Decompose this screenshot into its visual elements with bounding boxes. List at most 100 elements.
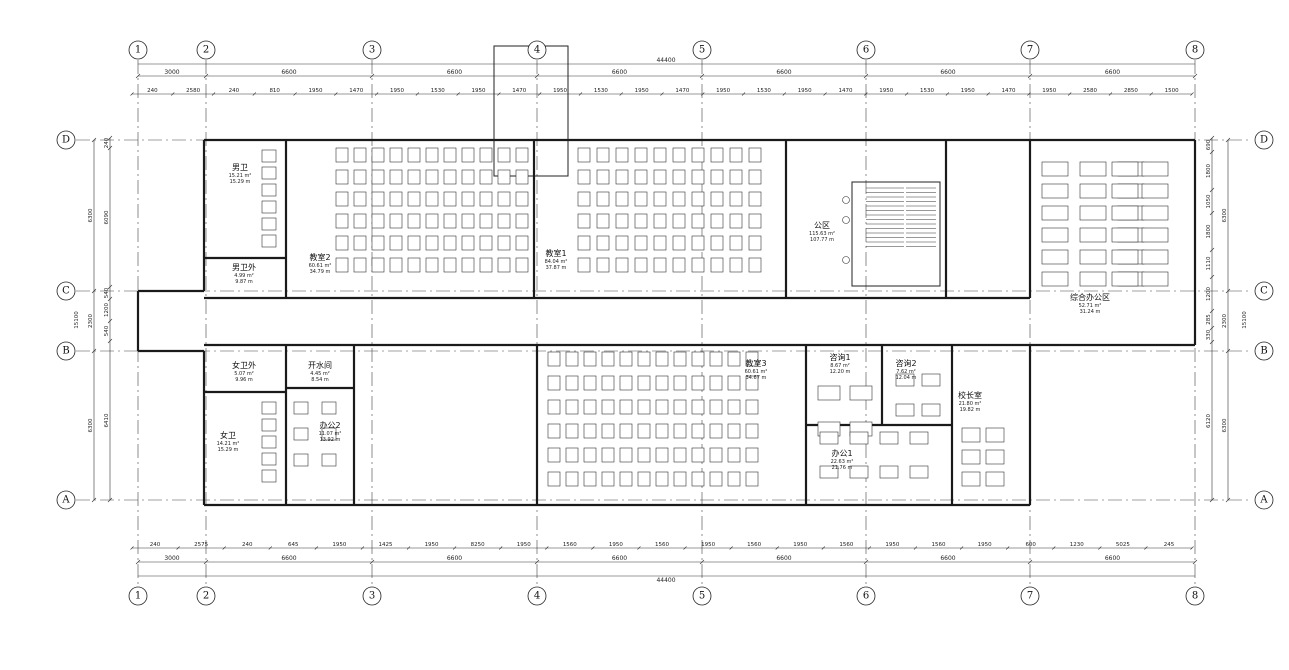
room-perimeter: 12.04 m bbox=[896, 375, 917, 381]
dim-tick bbox=[863, 559, 869, 565]
desk bbox=[710, 191, 724, 207]
dim-tick bbox=[107, 338, 113, 344]
desk bbox=[615, 257, 629, 273]
dim-tick bbox=[135, 73, 141, 79]
dim-tick bbox=[91, 348, 97, 354]
axis-label-row: C bbox=[1260, 286, 1268, 297]
dim-tick bbox=[1209, 210, 1215, 216]
dim-tick bbox=[1149, 92, 1153, 96]
desk bbox=[321, 427, 337, 441]
room-name: 咨询1 bbox=[829, 352, 850, 362]
dim-detail-value: 1950 bbox=[553, 88, 567, 94]
room-name: 办公2 bbox=[319, 420, 340, 430]
axis-bubble-row bbox=[1254, 490, 1274, 510]
desk bbox=[672, 213, 686, 229]
desk bbox=[596, 257, 610, 273]
room-name: 综合办公区 bbox=[1070, 292, 1110, 302]
dim-v-value: 540 bbox=[104, 287, 110, 298]
desk bbox=[407, 191, 421, 207]
dim-detail-value: 1230 bbox=[1070, 542, 1084, 548]
dim-detail-value: 240 bbox=[147, 88, 158, 94]
dim-value: 3000 bbox=[164, 555, 179, 562]
dim-tick bbox=[775, 546, 779, 550]
dim-tick bbox=[545, 546, 549, 550]
axis-bubble-col bbox=[196, 586, 216, 606]
desk bbox=[479, 213, 493, 229]
desk bbox=[619, 471, 633, 487]
desk bbox=[461, 191, 475, 207]
dim-tick bbox=[107, 135, 113, 141]
room-perimeter: 31.24 m bbox=[1080, 309, 1101, 315]
dim-tick bbox=[534, 73, 540, 79]
desk bbox=[443, 257, 457, 273]
axis-label-col: 1 bbox=[135, 45, 141, 56]
dim-detail-value: 2580 bbox=[1083, 88, 1097, 94]
desk bbox=[1041, 271, 1069, 287]
desk bbox=[819, 431, 839, 445]
chair bbox=[842, 196, 850, 204]
dim-detail-value: 1950 bbox=[1042, 88, 1056, 94]
desk bbox=[672, 235, 686, 251]
desk bbox=[353, 191, 367, 207]
desk bbox=[596, 213, 610, 229]
axis-bubble-row bbox=[56, 341, 76, 361]
dim-tick bbox=[1144, 546, 1148, 550]
desk bbox=[748, 147, 762, 163]
desk bbox=[637, 423, 651, 439]
dim-tick bbox=[864, 92, 868, 96]
desk bbox=[619, 351, 633, 367]
desk bbox=[615, 147, 629, 163]
desk bbox=[673, 375, 687, 391]
axis-label-col: 5 bbox=[699, 591, 705, 602]
dim-tick bbox=[823, 92, 827, 96]
dim-v-value: 6300 bbox=[88, 418, 94, 432]
desk bbox=[691, 471, 705, 487]
desk bbox=[547, 351, 561, 367]
desk bbox=[547, 423, 561, 439]
room-perimeter: 15.29 m bbox=[230, 179, 251, 185]
desk bbox=[497, 213, 511, 229]
axis-label-col: 4 bbox=[534, 591, 540, 602]
axis-label-col: 6 bbox=[863, 591, 869, 602]
dim-detail-value: 1950 bbox=[978, 542, 992, 548]
desk bbox=[407, 257, 421, 273]
dim-value: 6600 bbox=[281, 555, 296, 562]
desk bbox=[691, 375, 705, 391]
toilet-stall bbox=[261, 234, 277, 248]
desk bbox=[637, 471, 651, 487]
desk bbox=[691, 235, 705, 251]
dim-tick bbox=[1209, 149, 1215, 155]
desk bbox=[1141, 183, 1169, 199]
desk bbox=[921, 403, 941, 417]
axis-bubble-col bbox=[128, 40, 148, 60]
desk bbox=[748, 257, 762, 273]
dim-tick bbox=[1225, 348, 1231, 354]
desk bbox=[1111, 249, 1139, 265]
dim-detail-value: 1500 bbox=[1165, 88, 1179, 94]
desk bbox=[461, 169, 475, 185]
desk bbox=[335, 147, 349, 163]
dim-detail-value: 2575 bbox=[194, 542, 208, 548]
desk bbox=[583, 471, 597, 487]
dim-detail-value: 1950 bbox=[635, 88, 649, 94]
desk bbox=[849, 465, 869, 479]
room-name: 男卫 bbox=[232, 163, 248, 172]
dim-detail-value: 1950 bbox=[716, 88, 730, 94]
desk bbox=[461, 235, 475, 251]
dim-tick bbox=[1052, 546, 1056, 550]
toilet-stall bbox=[261, 166, 277, 180]
dim-tick bbox=[1192, 73, 1198, 79]
dim-v-value: 6120 bbox=[1206, 414, 1212, 428]
axis-bubble-row bbox=[1254, 281, 1274, 301]
desk bbox=[673, 447, 687, 463]
desk bbox=[691, 447, 705, 463]
toilet-stall bbox=[261, 469, 277, 483]
desk bbox=[710, 213, 724, 229]
